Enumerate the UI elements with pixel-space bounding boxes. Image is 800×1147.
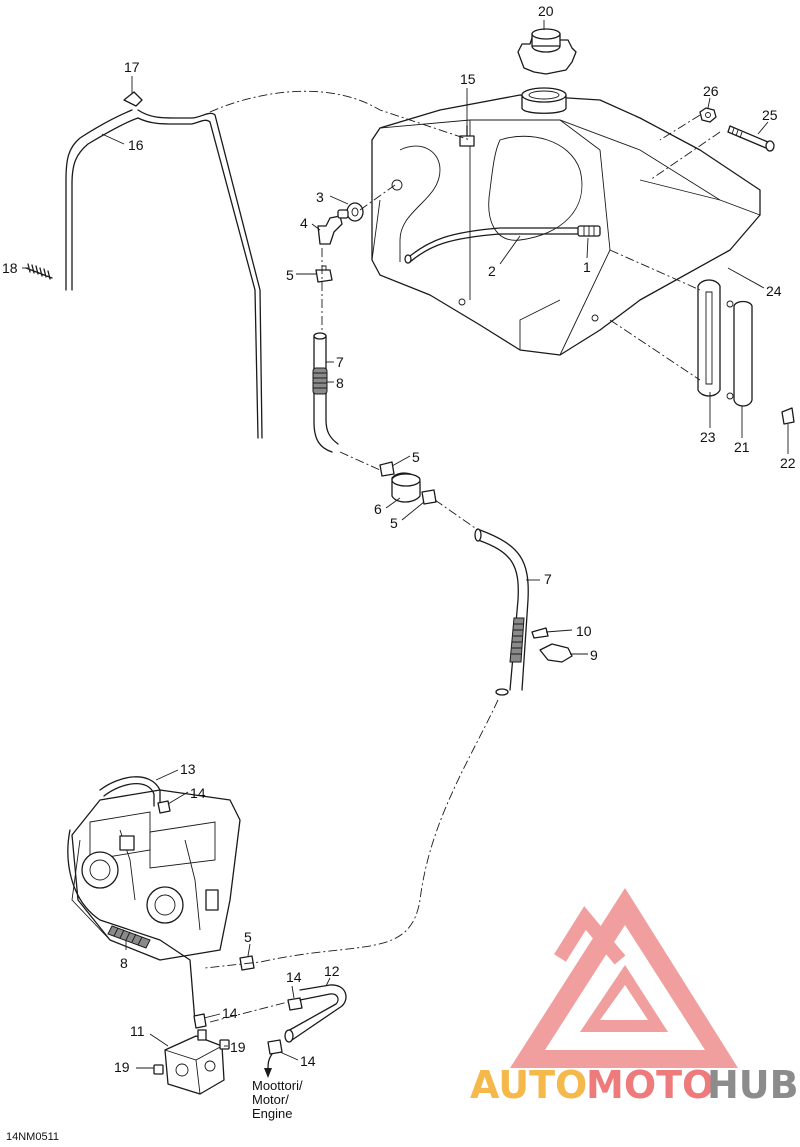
engine-label-line-2: Motor/ bbox=[252, 1092, 289, 1107]
callout-14-impulse: 14 bbox=[286, 969, 302, 985]
engine-label-line-3: Engine bbox=[252, 1106, 292, 1121]
protective-sleeve-upper bbox=[312, 367, 328, 395]
fuel-tank-cap bbox=[517, 28, 577, 75]
automotohub-watermark: AUTO MOTO HUB bbox=[470, 888, 799, 1107]
callout-8-upper: 8 bbox=[336, 375, 344, 391]
callout-11: 11 bbox=[130, 1023, 145, 1039]
clamp bbox=[315, 265, 333, 283]
callout-1: 1 bbox=[583, 259, 591, 275]
fuel-filter bbox=[391, 472, 421, 503]
watermark-triangle-logo bbox=[510, 888, 738, 1068]
vent-fitting bbox=[459, 125, 475, 147]
callout-2: 2 bbox=[488, 263, 496, 279]
callout-4: 4 bbox=[300, 215, 308, 231]
screw bbox=[531, 627, 549, 639]
callout-19-right: 19 bbox=[230, 1039, 246, 1055]
callout-10: 10 bbox=[576, 623, 592, 639]
clamp bbox=[193, 1013, 207, 1029]
clamp bbox=[287, 997, 303, 1011]
callout-19-left: 19 bbox=[114, 1059, 130, 1075]
clamp bbox=[157, 800, 171, 814]
callout-14-carb: 14 bbox=[190, 785, 206, 801]
fuel-pump bbox=[164, 1029, 225, 1095]
engine-label-line-1: Moottori/ bbox=[252, 1078, 303, 1093]
watermark-auto: AUTO bbox=[470, 1063, 587, 1107]
callout-17: 17 bbox=[124, 59, 140, 75]
clip bbox=[781, 407, 795, 425]
pump-screw bbox=[219, 1039, 230, 1050]
callout-3: 3 bbox=[316, 189, 324, 205]
callout-20: 20 bbox=[538, 3, 554, 19]
callout-12: 12 bbox=[324, 963, 340, 979]
callout-23: 23 bbox=[700, 429, 716, 445]
fuel-pickup-line bbox=[404, 227, 591, 264]
protective-sleeve-middle bbox=[509, 617, 525, 663]
callout-25: 25 bbox=[762, 107, 778, 123]
pump-screw bbox=[153, 1064, 164, 1075]
watermark-moto: MOTO bbox=[586, 1063, 714, 1107]
grommet bbox=[346, 202, 364, 222]
assembly-lines bbox=[204, 90, 721, 1023]
callout-26: 26 bbox=[703, 83, 719, 99]
callout-6: 6 bbox=[374, 501, 382, 517]
callout-7-lower: 7 bbox=[544, 571, 552, 587]
callout-14-pump: 14 bbox=[222, 1005, 238, 1021]
clamp bbox=[267, 1039, 283, 1055]
engine-label: Moottori/ Motor/ Engine bbox=[252, 1078, 303, 1121]
callout-24: 24 bbox=[766, 283, 782, 299]
elbow-fitting bbox=[317, 209, 349, 245]
clamp bbox=[421, 489, 437, 505]
vent-valve bbox=[123, 91, 143, 107]
callout-8-carb: 8 bbox=[120, 955, 128, 971]
bracket bbox=[539, 643, 573, 663]
callout-5-filter-in: 5 bbox=[412, 449, 420, 465]
callout-16: 16 bbox=[128, 137, 144, 153]
callout-9: 9 bbox=[590, 647, 598, 663]
callout-14-engine: 14 bbox=[300, 1053, 316, 1069]
callout-5-filter-out: 5 bbox=[390, 515, 398, 531]
protective-sleeve-carb bbox=[107, 925, 151, 949]
tank-strap bbox=[697, 279, 721, 397]
callout-15: 15 bbox=[460, 71, 476, 87]
vent-line bbox=[65, 109, 263, 439]
fuel-line-upper bbox=[313, 332, 339, 453]
callout-18: 18 bbox=[2, 260, 18, 276]
callout-5-carb: 5 bbox=[244, 929, 252, 945]
carburetor-assembly bbox=[71, 789, 241, 961]
diagram-reference-code: 14NM0511 bbox=[6, 1131, 59, 1143]
clamp bbox=[379, 461, 395, 477]
return-line bbox=[67, 776, 196, 1023]
callout-5-top: 5 bbox=[286, 267, 294, 283]
impulse-hose bbox=[284, 984, 347, 1043]
fuel-line-lower bbox=[474, 528, 529, 696]
strap-pad bbox=[726, 300, 753, 407]
bolt bbox=[727, 125, 775, 152]
nut bbox=[699, 107, 717, 123]
callout-21: 21 bbox=[734, 439, 750, 455]
pickup-fitting bbox=[577, 225, 601, 237]
leader-lines bbox=[22, 20, 789, 1069]
spring-clip bbox=[25, 263, 53, 280]
callout-13: 13 bbox=[180, 761, 196, 777]
engine-direction-arrow bbox=[264, 1053, 273, 1078]
callout-7-upper: 7 bbox=[336, 354, 344, 370]
fuel-tank bbox=[371, 87, 761, 356]
callout-22: 22 bbox=[780, 455, 796, 471]
watermark-hub: HUB bbox=[707, 1063, 799, 1107]
callout-numbers: 20 15 26 25 17 16 3 4 1 2 24 18 5 7 8 5 … bbox=[2, 3, 796, 1075]
